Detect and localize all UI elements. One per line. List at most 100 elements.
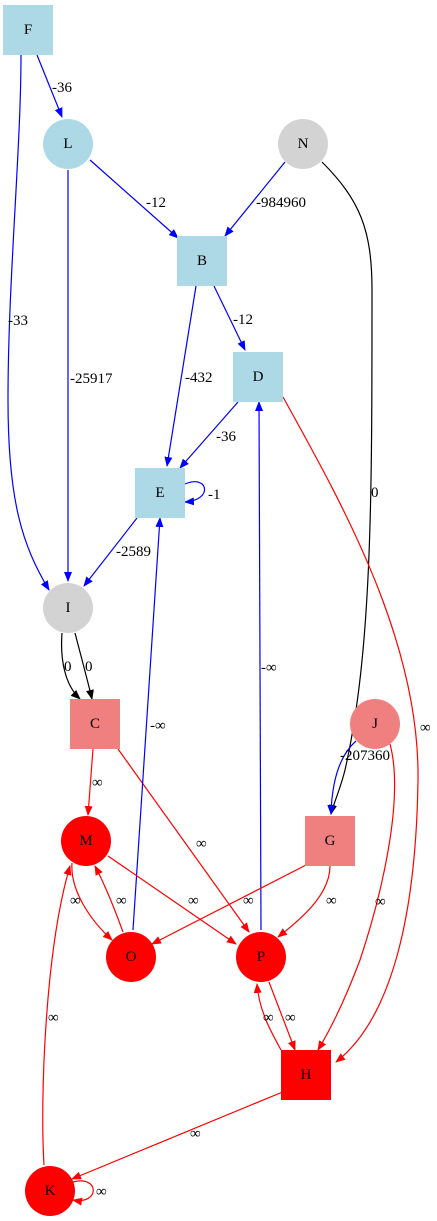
edge-label-f-i: -33 <box>8 313 28 329</box>
edge-m-p <box>107 855 237 945</box>
edge-n-g <box>321 161 373 815</box>
edge-label-e-e: -1 <box>208 487 221 503</box>
edge-label-k-m: ∞ <box>48 1010 59 1026</box>
edge-label-m-p: ∞ <box>188 893 199 909</box>
edge-e-i <box>83 517 138 587</box>
edge-f-i <box>7 54 50 591</box>
node-p: P <box>236 932 286 982</box>
node-label-o: O <box>126 949 137 965</box>
edge-label-j-h: ∞ <box>375 894 386 910</box>
edge-g-o <box>151 863 309 945</box>
edge-label-c-p: ∞ <box>196 836 207 852</box>
node-label-h: H <box>301 1067 312 1083</box>
node-b: B <box>177 236 227 286</box>
edge-k-k <box>72 1180 94 1206</box>
edge-o-e <box>132 517 164 931</box>
edge-m-o <box>71 862 113 941</box>
node-label-e: E <box>155 485 164 501</box>
node-f: F <box>3 5 53 55</box>
edge-label-d-h: ∞ <box>420 720 431 736</box>
node-o: O <box>106 932 156 982</box>
edge-c-p <box>117 748 250 933</box>
node-shape-g <box>305 816 355 866</box>
edge-label-e-i: -2589 <box>116 544 151 560</box>
edge-label-i-c-2: 0 <box>85 659 93 675</box>
node-c: C <box>70 699 120 749</box>
node-m: M <box>61 816 111 866</box>
node-shape-c <box>70 699 120 749</box>
edge-h-p <box>253 983 282 1051</box>
edge-label-j-g: -207360 <box>340 748 390 764</box>
edge-label-i-c-1: 0 <box>64 659 72 675</box>
node-k: K <box>25 1166 75 1216</box>
node-label-f: F <box>24 22 32 38</box>
node-g: G <box>305 816 355 866</box>
node-shape-f <box>3 5 53 55</box>
node-label-d: D <box>253 369 264 385</box>
node-label-j: J <box>372 716 378 732</box>
edges-layer <box>7 54 419 1206</box>
node-l: L <box>43 119 93 169</box>
node-i: I <box>43 583 93 633</box>
node-label-i: I <box>66 600 71 616</box>
edge-label-o-e: -∞ <box>150 718 166 734</box>
edge-label-d-e: -36 <box>216 429 236 445</box>
node-shape-i <box>43 583 93 633</box>
edge-label-g-o: ∞ <box>243 893 254 909</box>
edge-n-b <box>224 161 286 237</box>
node-n: N <box>278 119 328 169</box>
edge-label-l-i: -25917 <box>70 371 113 387</box>
node-label-k: K <box>45 1183 56 1199</box>
edge-c-m <box>84 748 94 816</box>
edge-labels-layer: -36-33-12-25917-9849600-12-432-36∞-1-258… <box>8 80 431 1200</box>
edge-o-m <box>94 865 124 933</box>
edge-b-e <box>164 285 197 467</box>
node-shape-m <box>61 816 111 866</box>
node-h: H <box>281 1050 331 1100</box>
node-e: E <box>135 468 185 518</box>
edge-label-h-p: ∞ <box>263 1010 274 1026</box>
node-shape-h <box>281 1050 331 1100</box>
node-d: D <box>233 352 283 402</box>
node-shape-k <box>25 1166 75 1216</box>
node-shape-b <box>177 236 227 286</box>
node-shape-p <box>236 932 286 982</box>
edge-label-g-p: ∞ <box>326 893 337 909</box>
edge-l-b <box>89 159 179 239</box>
edge-label-p-h: ∞ <box>285 1010 296 1026</box>
edge-label-h-k: ∞ <box>190 1126 201 1142</box>
edge-label-o-m: ∞ <box>116 893 127 909</box>
edge-f-l <box>36 54 63 118</box>
edge-p-h <box>268 981 296 1051</box>
edge-b-d <box>213 285 246 351</box>
edge-label-f-l: -36 <box>52 80 72 96</box>
node-shape-n <box>278 119 328 169</box>
nodes-layer: F L N B D E I C J M G O P H K <box>3 5 400 1216</box>
edge-j-h <box>317 743 396 1051</box>
node-label-g: G <box>325 833 336 849</box>
edge-label-n-g: 0 <box>371 485 379 501</box>
edge-label-p-d: -∞ <box>261 660 277 676</box>
edge-label-b-e: -432 <box>185 370 213 386</box>
node-shape-o <box>106 932 156 982</box>
node-label-l: L <box>63 136 72 152</box>
edge-label-l-b: -12 <box>146 195 166 211</box>
edge-k-m <box>42 865 72 1166</box>
edge-i-c-2 <box>74 632 94 700</box>
edge-h-k <box>71 1090 286 1180</box>
edge-g-p <box>277 865 331 938</box>
node-shape-j <box>350 699 400 749</box>
node-shape-e <box>135 468 185 518</box>
node-label-p: P <box>257 949 265 965</box>
edge-label-b-d: -12 <box>233 312 253 328</box>
node-label-n: N <box>298 136 309 152</box>
edge-label-c-m: ∞ <box>92 775 103 791</box>
node-label-c: C <box>90 716 100 732</box>
edge-e-e <box>184 481 206 506</box>
edge-i-c-1 <box>60 632 81 700</box>
edge-label-m-o: ∞ <box>70 893 81 909</box>
edge-j-g <box>327 740 357 815</box>
edge-p-d <box>255 401 264 931</box>
node-label-m: M <box>79 833 92 849</box>
